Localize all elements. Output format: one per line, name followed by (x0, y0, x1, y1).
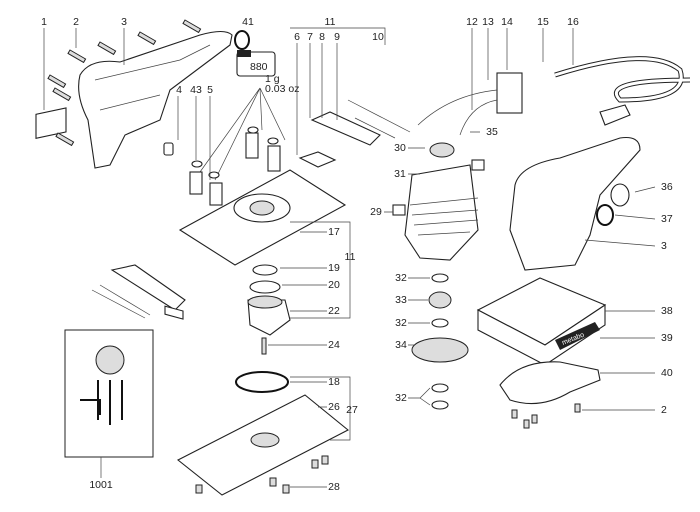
label-plate (35, 107, 67, 140)
part-label-1001: 1001 (89, 479, 113, 491)
part-label-24: 24 (328, 339, 340, 351)
part-label-36: 36 (661, 181, 673, 193)
part-label-11: 11 (345, 251, 356, 263)
part-label-7: 7 (307, 31, 313, 43)
part-label-4: 4 (176, 84, 182, 96)
part-label-40: 40 (661, 367, 673, 379)
part-label-37: 37 (661, 213, 673, 225)
part-label-20: 20 (328, 279, 340, 291)
part-label-22: 22 (328, 305, 340, 317)
part-label-2: 2 (661, 404, 667, 416)
part-label-9: 9 (334, 31, 340, 43)
grease-code: 880 (250, 61, 268, 73)
part-label-1: 1 (41, 16, 47, 28)
part-label-39: 39 (661, 332, 673, 344)
housing-assembled (509, 136, 641, 271)
part-label-29: 29 (370, 206, 382, 218)
part-label-33: 33 (395, 294, 407, 306)
dust-adapter (499, 361, 601, 405)
part-label-28: 28 (328, 481, 340, 493)
grease-amount-imperial: 0.03 oz (265, 83, 299, 95)
part-label-10: 10 (372, 31, 384, 43)
part-label-17: 17 (328, 226, 340, 238)
part-label-31: 31 (394, 168, 406, 180)
o-ring-41 (234, 30, 250, 50)
part-label-43: 43 (190, 84, 202, 96)
part-label-32: 32 (395, 272, 407, 284)
part-label-11: 11 (325, 16, 336, 28)
part-label-6: 6 (294, 31, 300, 43)
part-label-34: 34 (395, 339, 407, 351)
part-label-26: 26 (328, 401, 340, 413)
part-label-35: 35 (486, 126, 498, 138)
housing-half (78, 30, 233, 169)
part-label-30: 30 (394, 142, 406, 154)
part-label-19: 19 (328, 262, 340, 274)
screws (47, 19, 202, 147)
part-label-41: 41 (242, 16, 254, 28)
part-label-8: 8 (319, 31, 325, 43)
part-label-32: 32 (395, 392, 407, 404)
part-label-5: 5 (207, 84, 213, 96)
bearing-sleeves (163, 126, 281, 206)
part-label-2: 2 (73, 16, 79, 28)
part-label-3: 3 (661, 240, 667, 252)
part-label-14: 14 (501, 16, 513, 28)
part-label-13: 13 (482, 16, 494, 28)
part-label-12: 12 (466, 16, 478, 28)
part-label-32: 32 (395, 317, 407, 329)
part-label-3: 3 (121, 16, 127, 28)
part-label-27: 27 (346, 404, 358, 416)
part-label-18: 18 (328, 376, 340, 388)
part-label-16: 16 (567, 16, 579, 28)
grease-tube (236, 50, 276, 77)
grease-amount: 1 g (265, 73, 280, 85)
part-label-38: 38 (661, 305, 673, 317)
part-label-15: 15 (537, 16, 549, 28)
fan (411, 337, 469, 363)
